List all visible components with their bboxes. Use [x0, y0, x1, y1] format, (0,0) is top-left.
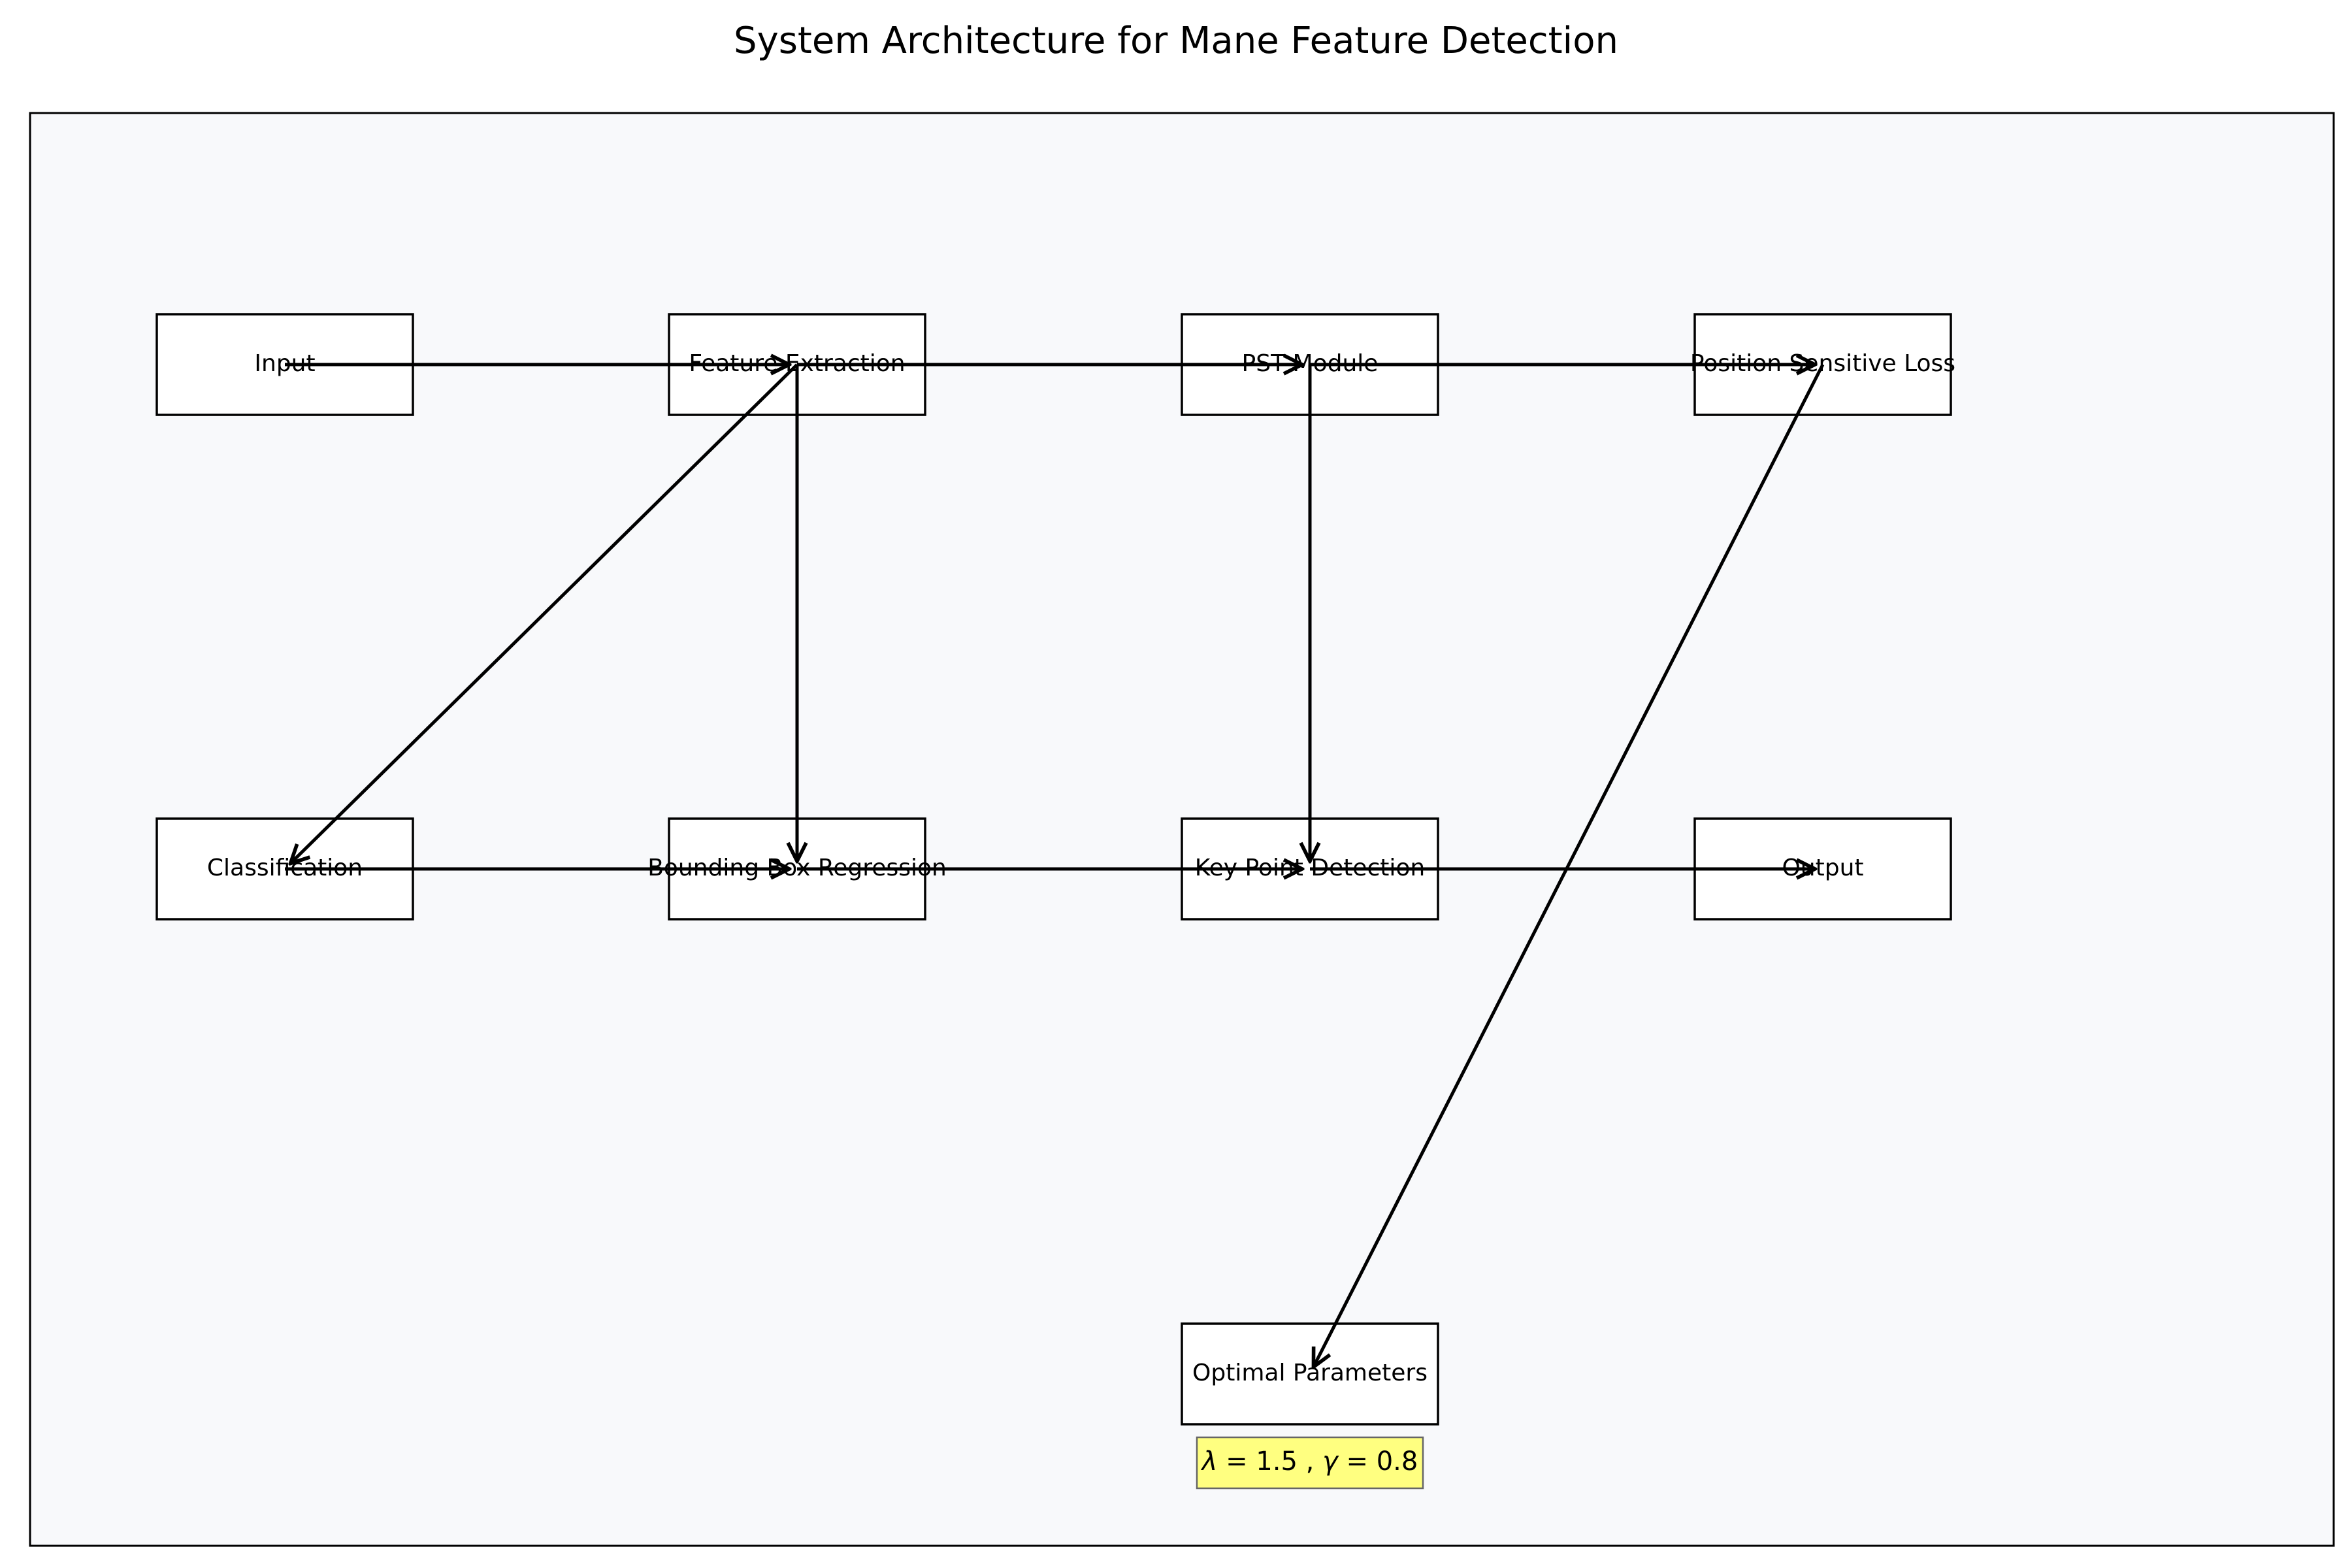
parameter-annotation: λ = 1.5 , γ = 0.8: [1196, 1436, 1424, 1490]
edge-feature-extraction-to-classification: [291, 363, 798, 864]
diagram-title: System Architecture for Mane Feature Det…: [734, 20, 1618, 62]
parameter-annotation-box: [1196, 1436, 1424, 1490]
node-optimal-parameters: Optimal Parameters: [1181, 1322, 1439, 1426]
lambda-value: 1.5: [1256, 1446, 1298, 1477]
lambda-equals: =: [1226, 1446, 1256, 1477]
gamma-value: 0.8: [1377, 1446, 1418, 1477]
node-box-optimal-parameters: [1181, 1322, 1439, 1426]
node-label-optimal-parameters: Optimal Parameters: [1192, 1360, 1428, 1386]
parameter-separator: ,: [1306, 1446, 1322, 1477]
gamma-equals: =: [1346, 1446, 1376, 1477]
gamma-symbol: γ: [1322, 1446, 1339, 1477]
edges-layer: [285, 363, 1825, 1367]
parameter-annotation-text: λ = 1.5 , γ = 0.8: [1201, 1446, 1418, 1477]
edge-position-sensitive-loss-to-optimal-parameters: [1313, 363, 1825, 1367]
lambda-symbol: λ: [1201, 1446, 1218, 1477]
